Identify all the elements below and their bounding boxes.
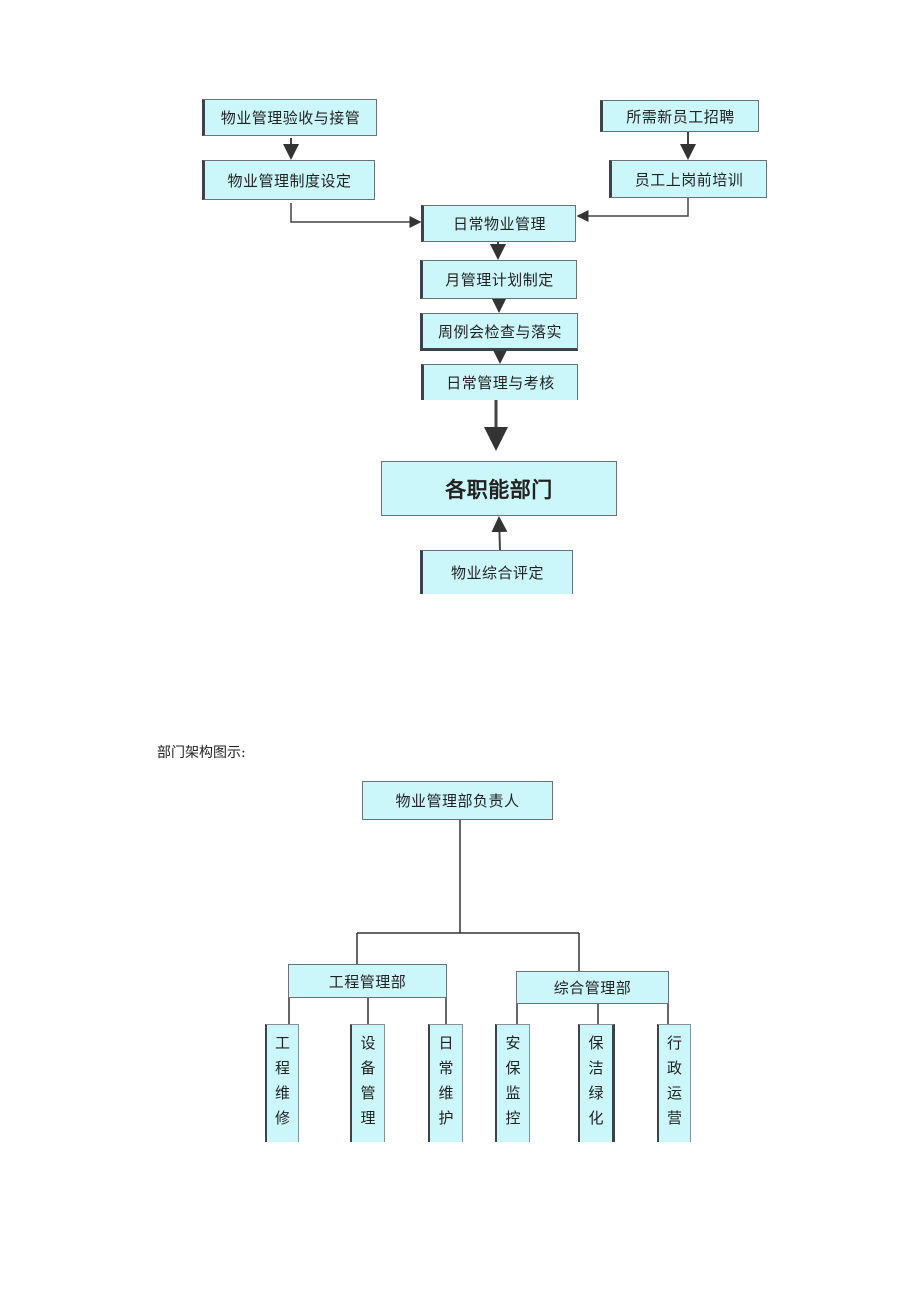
box-evaluation: 物业综合评定: [420, 550, 573, 594]
arrow-training-to-daily: [576, 198, 689, 222]
box-monthly-plan: 月管理计划制定: [420, 260, 577, 299]
org-chart-caption: 部门架构图示:: [157, 745, 246, 761]
unit-security-monitoring: 安保监控: [495, 1024, 530, 1142]
box-daily-assessment: 日常管理与考核: [421, 364, 578, 400]
box-recruitment: 所需新员工招聘: [600, 100, 759, 132]
unit-cleaning-greening: 保洁绿化: [578, 1024, 615, 1142]
box-org-head: 物业管理部负责人: [362, 781, 553, 820]
unit-daily-maintenance: 日常维护: [428, 1024, 463, 1142]
arrow-evaluation-to-departments: [491, 516, 508, 551]
box-engineering-dept: 工程管理部: [288, 964, 447, 998]
unit-equipment-management: 设备管理: [350, 1024, 385, 1142]
unit-engineering-repair: 工程维修: [265, 1024, 299, 1142]
box-acceptance: 物业管理验收与接管: [202, 99, 377, 136]
box-general-dept: 综合管理部: [516, 971, 669, 1004]
box-departments: 各职能部门: [381, 461, 617, 516]
box-system-setup: 物业管理制度设定: [202, 160, 375, 200]
box-weekly-meeting: 周例会检查与落实: [420, 313, 578, 351]
box-training: 员工上岗前培训: [609, 160, 767, 198]
arrow-setup-to-daily: [290, 203, 422, 228]
unit-admin-operations: 行政运营: [657, 1024, 691, 1142]
box-daily-management: 日常物业管理: [421, 205, 576, 242]
